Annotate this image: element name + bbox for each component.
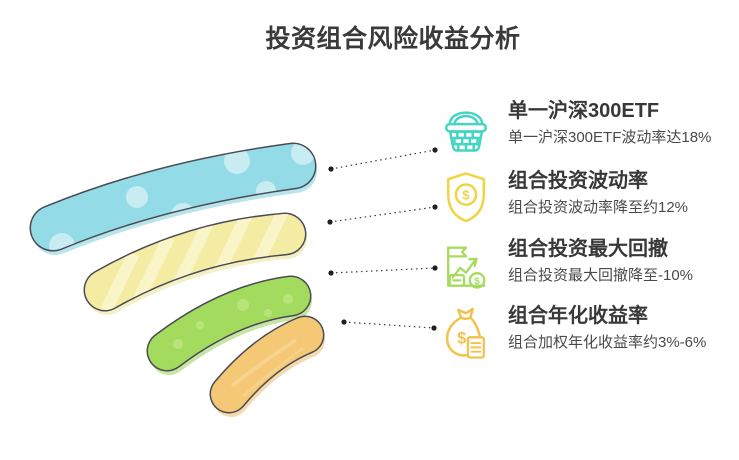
svg-text:$: $ (463, 188, 470, 202)
legend-item-annual-return: $ 组合年化收益率 组合加权年化收益率约3%-6% (441, 304, 706, 360)
connector-line-1 (330, 149, 436, 170)
shield-dollar-icon: $ (446, 172, 486, 223)
money-bag-icon: $ (445, 307, 485, 359)
connector-line-3 (330, 267, 436, 274)
item-title: 组合年化收益率 (508, 305, 648, 327)
legend-item-max-drawdown: $ 组合投资最大回撤 组合投资最大回撤降至-10% (441, 237, 693, 293)
connector-line-4 (343, 321, 435, 329)
wave-pattern (230, 338, 304, 398)
connector-line-2 (329, 206, 436, 223)
arc-band-orange (209, 315, 325, 417)
basket-icon (445, 111, 487, 152)
arc-band-yellow (83, 202, 307, 318)
sparkles-pattern (173, 294, 293, 349)
connector-lines (329, 149, 436, 329)
item-title: 组合投资波动率 (508, 170, 648, 192)
stripes-pattern (98, 202, 292, 318)
item-description: 单一沪深300ETF波动率达18% (508, 129, 712, 146)
page-title: 投资组合风险收益分析 (265, 25, 521, 53)
svg-text:$: $ (457, 330, 466, 348)
item-description: 组合投资最大回撤降至-10% (508, 267, 694, 284)
arc-band-green (146, 275, 312, 375)
item-description: 组合加权年化收益率约3%-6% (508, 334, 707, 351)
svg-text:$: $ (474, 276, 480, 287)
legend-item-single-etf: 单一沪深300ETF 单一沪深300ETF波动率达18% (441, 99, 711, 155)
growth-chart-icon: $ (447, 246, 486, 289)
legend-item-portfolio-volatility: $ 组合投资波动率 组合投资波动率降至约12% (441, 169, 688, 225)
item-title: 单一沪深300ETF (508, 100, 660, 122)
polka-dots-pattern (49, 141, 315, 259)
arc-band-blue (29, 141, 317, 259)
item-description: 组合投资波动率降至约12% (508, 199, 689, 216)
item-title: 组合投资最大回撤 (508, 238, 668, 260)
connector-dots (327, 147, 438, 331)
